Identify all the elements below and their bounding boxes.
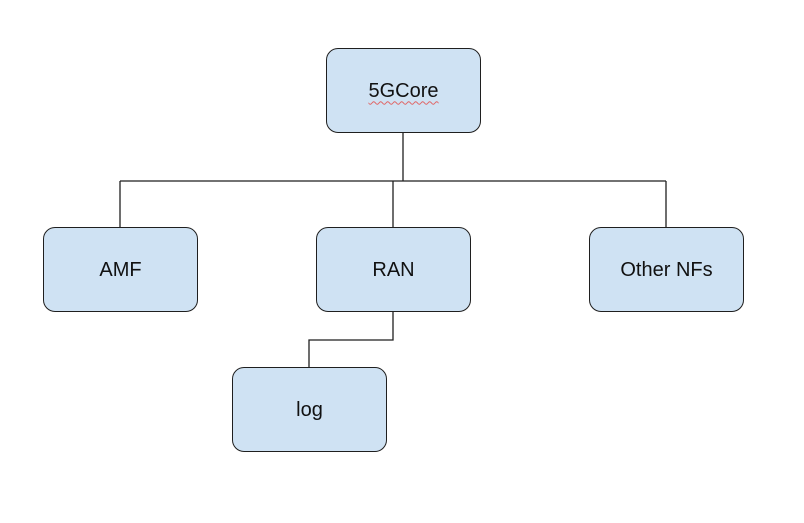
- node-amf-label: AMF: [99, 258, 142, 281]
- node-amf[interactable]: AMF: [43, 227, 198, 312]
- node-ran[interactable]: RAN: [316, 227, 471, 312]
- node-ran-label: RAN: [372, 258, 415, 281]
- node-5gcore-label: 5GCore: [368, 79, 439, 102]
- node-other-nfs-label: Other NFs: [620, 258, 713, 281]
- node-other-nfs[interactable]: Other NFs: [589, 227, 744, 312]
- node-log-label: log: [296, 398, 323, 421]
- connector-ran-to-log: [308, 312, 394, 367]
- node-log[interactable]: log: [232, 367, 387, 452]
- node-5gcore[interactable]: 5GCore: [326, 48, 481, 133]
